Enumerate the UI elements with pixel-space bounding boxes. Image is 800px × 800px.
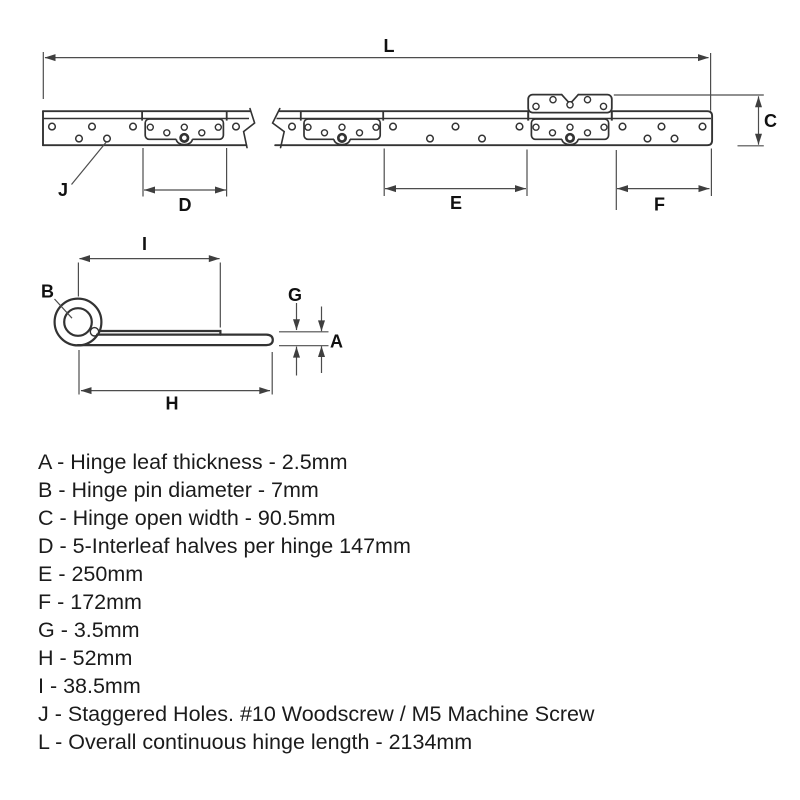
hinge-technical-diagram: L J D E F C bbox=[41, 36, 777, 414]
legend-item-b: B - Hinge pin diameter - 7mm bbox=[38, 478, 319, 502]
dim-label-I: I bbox=[142, 234, 147, 254]
legend-item-g: G - 3.5mm bbox=[38, 618, 140, 642]
legend-item-i: I - 38.5mm bbox=[38, 674, 141, 698]
hinge-curl-outer bbox=[53, 297, 103, 347]
dim-label-J: J bbox=[58, 180, 68, 200]
dim-label-B: B bbox=[41, 282, 54, 302]
hinge-bar-outline bbox=[42, 107, 714, 149]
cross-section-dimension-lines bbox=[54, 258, 329, 395]
dim-label-L: L bbox=[384, 36, 395, 56]
dim-label-H: H bbox=[166, 394, 179, 414]
dimension-arrowheads bbox=[44, 54, 762, 194]
legend-item-e: E - 250mm bbox=[38, 562, 144, 586]
cross-section-arrowheads bbox=[79, 255, 325, 395]
legend-item-l: L - Overall continuous hinge length - 21… bbox=[38, 730, 473, 754]
legend-item-f: F - 172mm bbox=[38, 590, 142, 614]
break-symbol-left bbox=[242, 107, 256, 149]
bar-screw-holes-staggered bbox=[47, 122, 707, 143]
legend-item-d: D - 5-Interleaf halves per hinge 147mm bbox=[38, 534, 411, 558]
bracket-pivot-holes bbox=[179, 132, 576, 143]
dim-label-F: F bbox=[654, 195, 665, 215]
legend-item-a: A - Hinge leaf thickness - 2.5mm bbox=[38, 450, 348, 474]
dim-label-G: G bbox=[288, 285, 302, 305]
legend-item-h: H - 52mm bbox=[38, 646, 133, 670]
bottom-leaf-section bbox=[76, 333, 274, 347]
top-leaf-section bbox=[97, 329, 222, 336]
dimension-legend: A - Hinge leaf thickness - 2.5mm B - Hin… bbox=[38, 448, 594, 756]
bracket-screw-holes bbox=[146, 95, 608, 137]
dim-label-D: D bbox=[179, 195, 192, 215]
dimension-lines bbox=[42, 52, 764, 210]
legend-item-j: J - Staggered Holes. #10 Woodscrew / M5 … bbox=[38, 702, 595, 726]
legend-item-c: C - Hinge open width - 90.5mm bbox=[38, 506, 336, 530]
dim-label-E: E bbox=[450, 193, 462, 213]
cross-section-pin-and-leaves bbox=[53, 297, 274, 347]
break-symbol-right bbox=[271, 107, 286, 149]
dim-label-A: A bbox=[330, 332, 343, 352]
hinge-pin bbox=[63, 307, 93, 337]
dim-label-C: C bbox=[764, 111, 777, 131]
